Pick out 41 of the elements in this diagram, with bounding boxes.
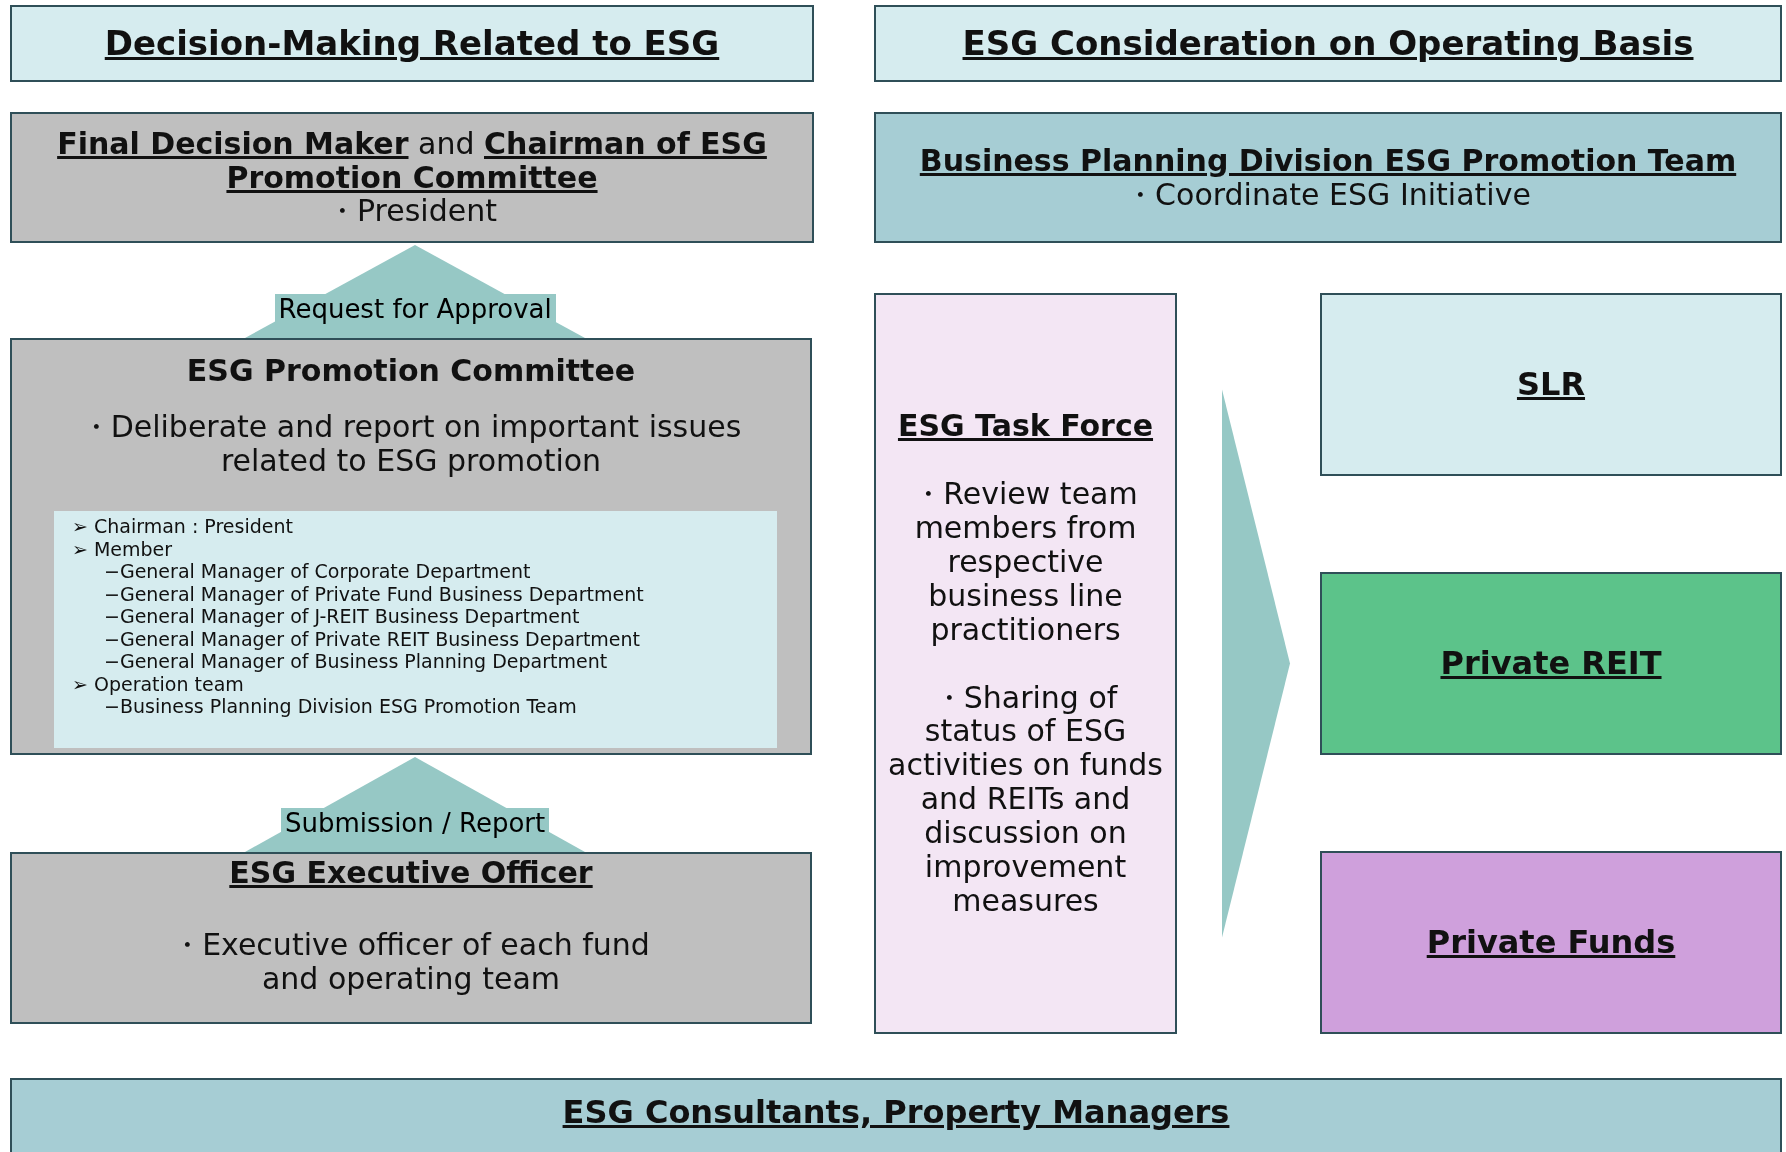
org-box [1320,851,1782,1034]
description-text: ・President [327,194,497,229]
org-box [874,5,1782,82]
list-item: −General Manager of Corporate Department [103,560,531,583]
org-box [874,112,1782,243]
box-heading: SLR [1516,366,1586,403]
list-item: −General Manager of Private Fund Business Department [103,582,644,605]
chevron-arrow [1222,389,1290,938]
member-list-panel [54,511,777,748]
box-heading: Private Funds [1426,924,1676,961]
org-box [874,293,1177,1034]
list-item: −General Manager of J-REIT Business Department [103,605,580,628]
list-item: ➢ Chairman : President [72,515,293,538]
org-box [1320,572,1782,755]
box-heading: ESG Promotion Committee [186,354,636,388]
edge-label: Submission / Report [281,808,550,838]
description-text: ・Sharing of status of ESG activities on funds and REITs and discussion on improvement measures [887,680,1164,918]
list-item: −General Manager of Private REIT Business Department [103,627,641,650]
list-item: ➢ Member [72,537,173,560]
org-box [10,5,814,82]
box-heading: Private REIT [1440,645,1662,682]
org-box [10,852,812,1024]
description-text: ・Executive officer of each fund and operating team [171,927,651,996]
box-heading: ESG Task Force [897,409,1154,444]
org-box [10,338,812,755]
org-box [10,112,814,243]
box-heading: Decision-Making Related to ESG [104,24,720,63]
description-text: ・Coordinate ESG Initiative [1125,177,1531,212]
list-item: −Business Planning Division ESG Promotion Team [103,695,577,718]
description-text: ・Deliberate and report on important issues related to ESG promotion [79,409,743,478]
description-text: ・Review team members from respective business line practitioners [912,477,1139,647]
org-box [10,1078,1782,1152]
edge-label: Request for Approval [274,294,556,324]
list-item: ➢ Operation team [72,672,244,695]
box-heading: Business Planning Division ESG Promotion Team [919,143,1737,178]
box-heading: Final Decision Maker and Chairman of ESG Promotion Committee [56,126,768,195]
box-heading: ESG Consideration on Operating Basis [962,24,1694,63]
org-box [1320,293,1782,476]
box-heading: ESG Consultants, Property Managers [562,1094,1230,1131]
list-item: −General Manager of Business Planning Department [103,650,608,673]
box-heading: ESG Executive Officer [229,856,593,890]
